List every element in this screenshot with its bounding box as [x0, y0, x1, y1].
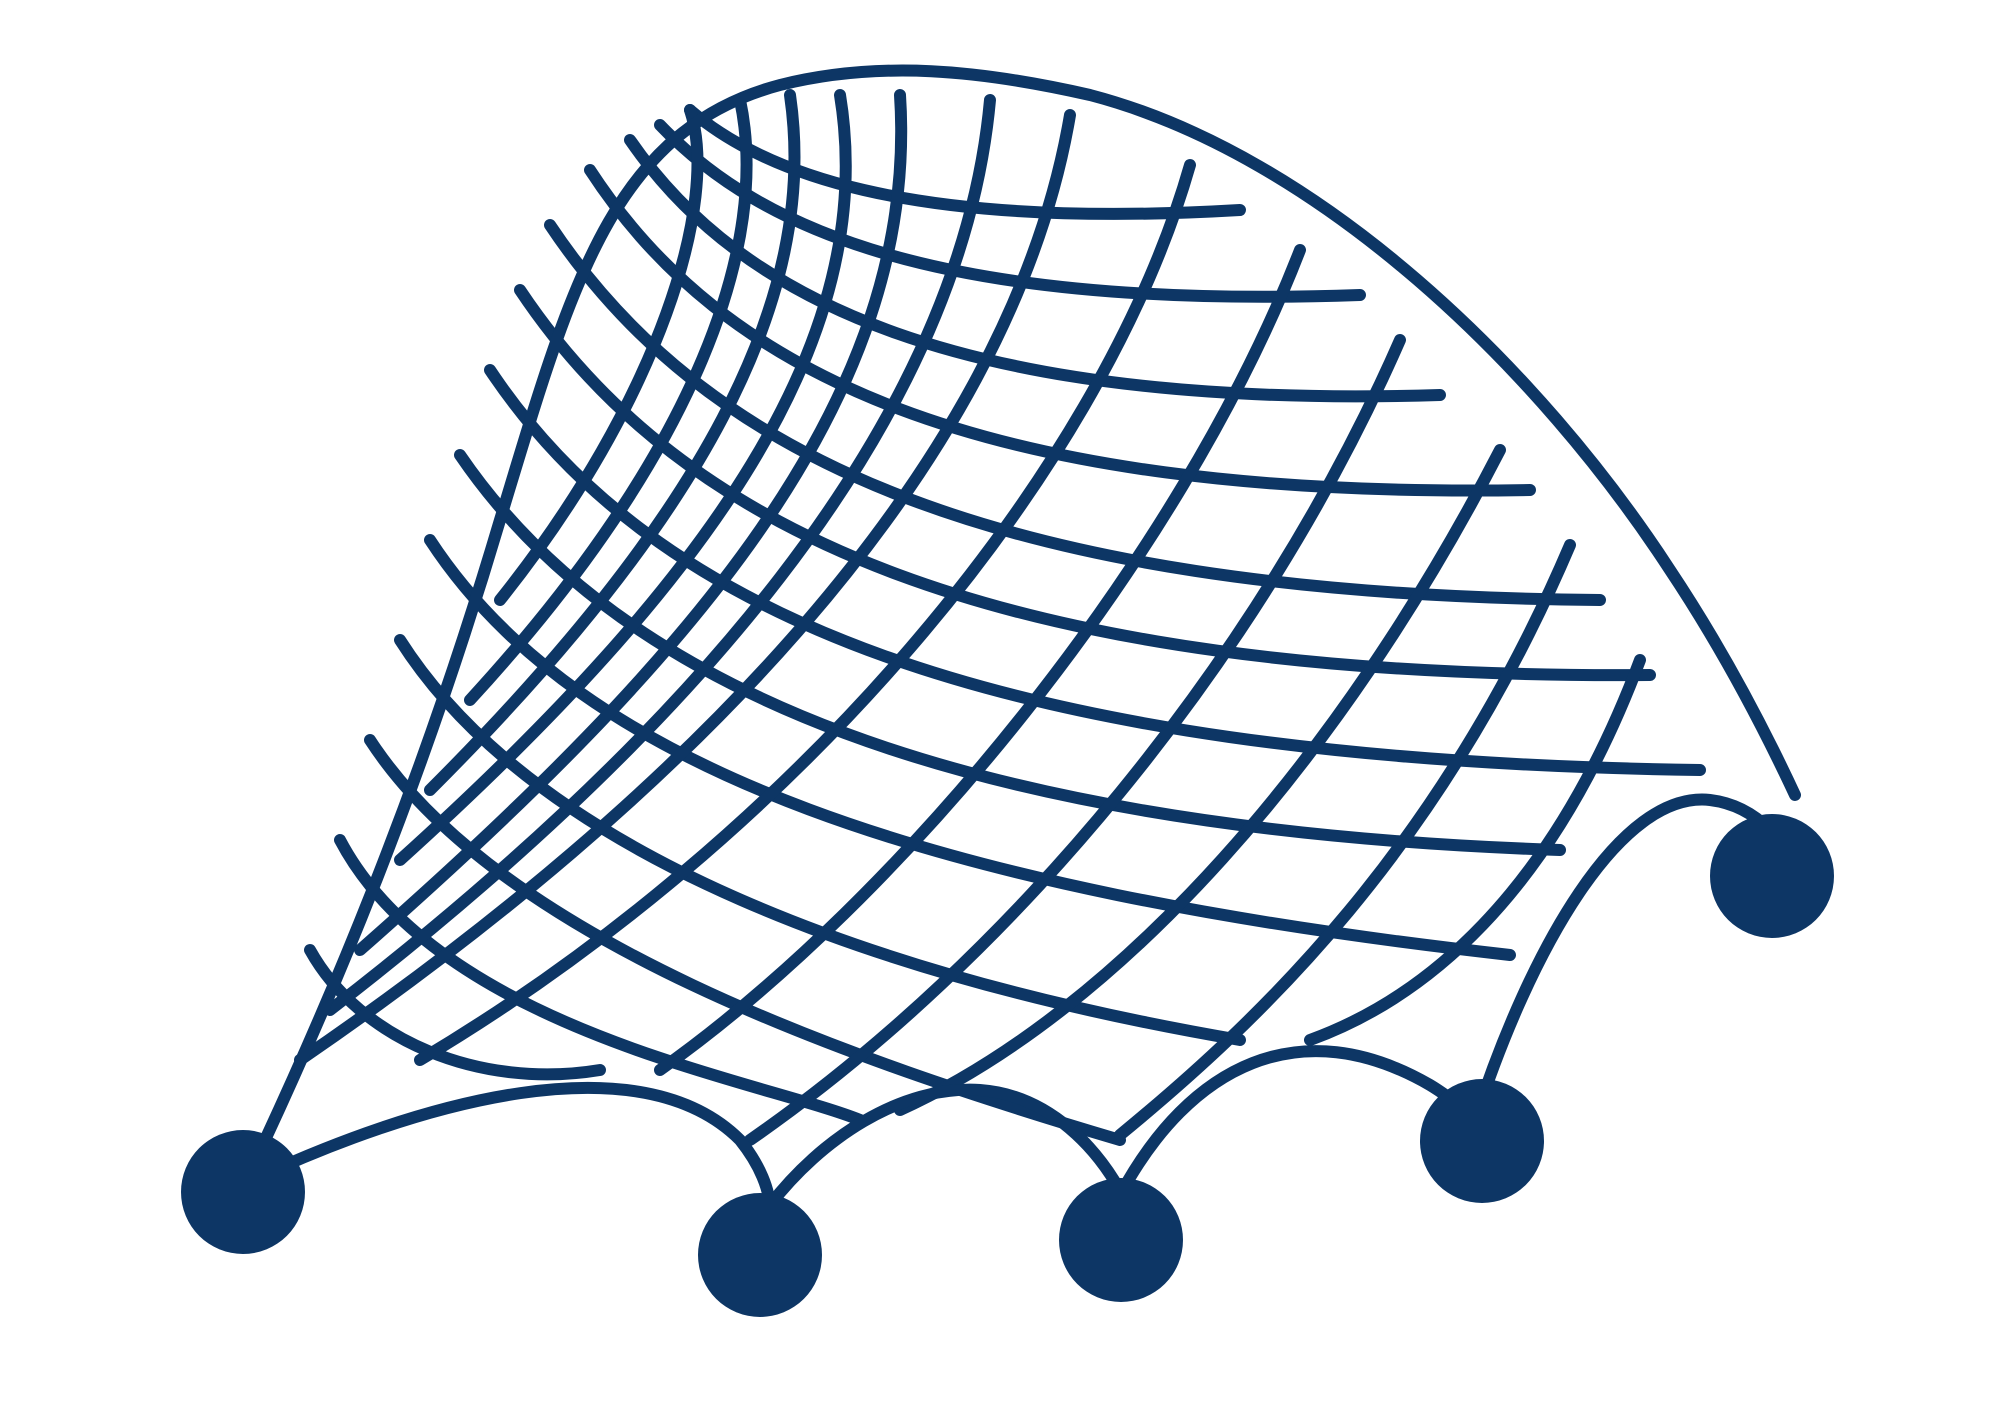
mesh-line: [454, 449, 1566, 856]
scallop-arc: [764, 1083, 1131, 1211]
mesh-line: [394, 634, 1246, 1046]
mesh-line: [494, 104, 704, 606]
mesh-line: [484, 364, 1706, 776]
mesh-line: [354, 89, 908, 956]
mesh-line: [294, 109, 1076, 1066]
mesh-line: [424, 89, 801, 796]
mesh-line: [1304, 654, 1646, 1046]
mesh-line: [1114, 539, 1576, 1141]
anchor-dots: [181, 814, 1834, 1317]
mesh-line: [584, 164, 1536, 497]
anchor-dot: [1420, 1079, 1544, 1203]
net-outline: [259, 64, 1801, 1146]
mesh-grid: [294, 89, 1706, 1146]
anchor-dot: [181, 1130, 305, 1254]
mesh-line: [424, 534, 1516, 961]
mesh-line: [324, 94, 996, 1016]
anchor-dot: [1059, 1178, 1183, 1302]
mesh-line: [464, 94, 753, 706]
mesh-line: [654, 244, 1306, 1076]
mesh-line: [394, 89, 852, 866]
mesh-line: [744, 334, 1406, 1146]
scallop-arc: [236, 1081, 776, 1216]
mesh-line: [414, 159, 1196, 1066]
anchor-dot: [1710, 814, 1834, 938]
anchor-dot: [698, 1193, 822, 1317]
scallop-arc: [1469, 793, 1776, 1126]
mesh-line: [624, 134, 1446, 403]
mesh-line: [894, 444, 1506, 1116]
mesh-line: [684, 104, 1246, 220]
mesh-line: [514, 284, 1656, 682]
